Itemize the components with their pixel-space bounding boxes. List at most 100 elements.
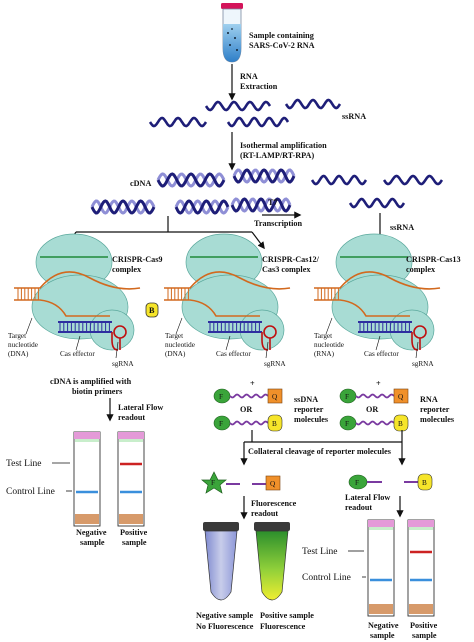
ssdna-plus: + bbox=[250, 379, 255, 388]
cdna-helix-3 bbox=[90, 199, 156, 215]
ssrna-top-label: ssRNA bbox=[342, 112, 366, 121]
cas9-amp-line1: cDNA is amplified with bbox=[50, 377, 132, 386]
rna-plus: + bbox=[376, 379, 381, 388]
cdna-helix-5 bbox=[230, 197, 292, 213]
cas9-negative-strip bbox=[73, 431, 101, 527]
cas9-title-line1: CRISPR-Cas9 bbox=[112, 255, 163, 264]
cas13-sgrna-label: sgRNA bbox=[412, 360, 434, 368]
rna-reporter-f: F bbox=[345, 393, 349, 401]
rna-reporter-b: B bbox=[398, 420, 403, 428]
cas13-title-line1: CRISPR-Cas13 bbox=[406, 255, 461, 264]
rna-reporter-q: Q bbox=[398, 393, 404, 401]
cas13-control-line-label: Control Line bbox=[302, 573, 351, 583]
cas13-complex bbox=[314, 233, 441, 359]
cas12-target-line2: nucleotide bbox=[165, 341, 195, 349]
cdna-helix-4 bbox=[174, 199, 230, 215]
cas13-negative-strip bbox=[367, 519, 395, 617]
cas9-positive-strip bbox=[117, 431, 145, 527]
ssdna-label-line2: reporter bbox=[294, 405, 324, 414]
fluor-label-line1: Fluorescence bbox=[251, 499, 297, 508]
cas13-target-line1: Target bbox=[314, 332, 332, 340]
ssrna-right-3 bbox=[348, 197, 406, 209]
ssdna-label-line1: ssDNA bbox=[294, 395, 318, 404]
ssdna-or: OR bbox=[240, 405, 252, 414]
fluor-label-line2: readout bbox=[251, 509, 278, 518]
dna-reporter-b: B bbox=[272, 420, 277, 428]
cas12-target-line3: (DNA) bbox=[165, 350, 186, 358]
fluor-neg-line1: Negative sample bbox=[196, 611, 253, 620]
fluor-neg-line2: No Fluorescence bbox=[196, 622, 254, 631]
cas9-test-line-label: Test Line bbox=[6, 459, 41, 469]
cdna-helix-1 bbox=[156, 172, 226, 188]
fluor-pos-line1: Positive sample bbox=[260, 611, 314, 620]
sample-tube bbox=[221, 3, 243, 63]
cas9-target-line3: (DNA) bbox=[8, 350, 29, 358]
cleaved-f2-letter: F bbox=[355, 479, 359, 487]
cleaved-biotin-reporter: F B bbox=[348, 473, 433, 491]
dna-reporter-f: F bbox=[219, 393, 223, 401]
cleaved-q-letter: Q bbox=[270, 480, 276, 488]
ssrna-strands-top bbox=[148, 98, 342, 128]
cas9-hybrid bbox=[58, 321, 112, 333]
cas9-biotin-letter: B bbox=[149, 306, 155, 315]
cas9-complex bbox=[14, 233, 141, 359]
ssrna-strand-4 bbox=[226, 116, 290, 128]
cas9-biotin-badge: B bbox=[145, 302, 159, 318]
cas9-target-strand bbox=[14, 271, 141, 317]
rna-label-line3: molecules bbox=[420, 415, 454, 424]
extraction-label-line2: Extraction bbox=[240, 82, 278, 91]
rna-label-line1: RNA bbox=[420, 395, 438, 404]
ssrna-right-label: ssRNA bbox=[390, 223, 414, 232]
cas9-pos-line2: sample bbox=[122, 538, 147, 547]
cas9-flow-line2: readout bbox=[118, 413, 145, 422]
cas13-target-line2: nucleotide bbox=[314, 341, 344, 349]
ssrna-right-2 bbox=[382, 174, 444, 186]
ssrna-strand-2 bbox=[284, 98, 342, 110]
cleaved-b-letter: B bbox=[422, 479, 427, 487]
cas13-target-strand bbox=[314, 271, 441, 317]
dna-reporter-q: Q bbox=[272, 393, 278, 401]
cas9-target-line2: nucleotide bbox=[8, 341, 38, 349]
cas9-effector-label: Cas effector bbox=[60, 350, 95, 358]
cas9-control-line-label: Control Line bbox=[6, 487, 55, 497]
amplification-label-line1: Isothermal amplification bbox=[240, 141, 327, 150]
cas12-hybrid bbox=[208, 321, 262, 333]
t7-label-line1: T7 bbox=[268, 198, 278, 207]
cas9-target-line1: Target bbox=[8, 332, 26, 340]
cas9-amp-line2: biotin primers bbox=[72, 387, 122, 396]
ssrna-right-1 bbox=[310, 174, 368, 186]
cas13-flow-line1: Lateral Flow bbox=[345, 493, 390, 502]
cas12-title-line2: Cas3 complex bbox=[262, 265, 311, 274]
cas12-effector-label: Cas effector bbox=[216, 350, 251, 358]
cas13-pos-line2: sample bbox=[412, 631, 437, 640]
cas13-hybrid bbox=[358, 321, 412, 333]
cas12-target-strand bbox=[164, 271, 291, 317]
ssrna-strand-3 bbox=[148, 116, 208, 128]
cdna-label: cDNA bbox=[130, 179, 151, 188]
amplification-label-line2: (RT-LAMP/RT-RPA) bbox=[240, 151, 314, 160]
extraction-label-line1: RNA bbox=[240, 72, 258, 81]
cas12-sgrna-label: sgRNA bbox=[264, 360, 286, 368]
cas13-neg-line2: sample bbox=[370, 631, 395, 640]
cas12-complex bbox=[164, 233, 291, 359]
fluor-pos-line2: Fluorescence bbox=[260, 622, 306, 631]
cas13-title-line2: complex bbox=[406, 265, 436, 274]
collateral-label: Collateral cleavage of reporter molecule… bbox=[248, 447, 391, 456]
cas13-neg-line1: Negative bbox=[368, 621, 399, 630]
cdna-helices bbox=[90, 168, 296, 215]
cas9-pos-line1: Positive bbox=[120, 528, 148, 537]
cas12-title-line1: CRISPR-Cas12/ bbox=[262, 255, 320, 264]
rna-label-line2: reporter bbox=[420, 405, 450, 414]
t7-label-line2: Transcription bbox=[254, 219, 303, 228]
dna-reporter-f2: F bbox=[219, 420, 223, 428]
cas9-title-line2: complex bbox=[112, 265, 142, 274]
rna-or: OR bbox=[366, 405, 378, 414]
cas13-positive-strip bbox=[407, 519, 435, 617]
cas9-neg-line2: sample bbox=[80, 538, 105, 547]
